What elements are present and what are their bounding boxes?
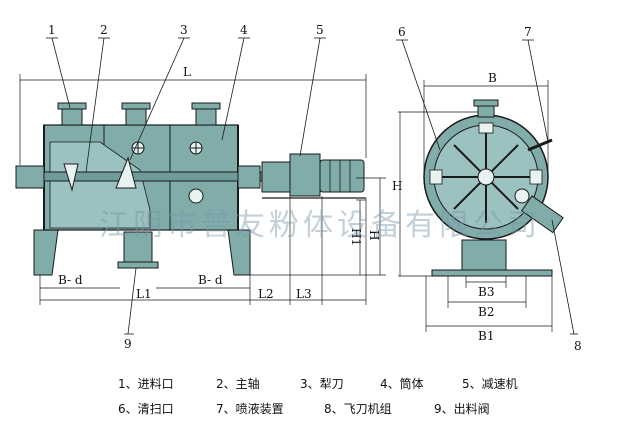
inlet-1 bbox=[61, 107, 83, 126]
callout-6: 6 bbox=[398, 25, 406, 39]
callout-3: 3 bbox=[180, 23, 188, 37]
left-leg bbox=[33, 229, 59, 276]
discharge-valve-flange bbox=[117, 261, 159, 269]
motor bbox=[319, 159, 365, 193]
legend-item-2: 2、主轴 bbox=[216, 377, 260, 391]
dim-H-side: H bbox=[392, 179, 402, 193]
callout-5: 5 bbox=[316, 23, 324, 37]
legend-item-7: 7、喷液装置 bbox=[216, 402, 284, 416]
callout-8: 8 bbox=[574, 339, 582, 353]
front-view bbox=[15, 102, 366, 276]
dim-H1: H1 bbox=[349, 228, 363, 246]
dim-L3: L3 bbox=[296, 287, 312, 301]
callout-2: 2 bbox=[100, 23, 108, 37]
dim-L1: L1 bbox=[136, 287, 152, 301]
callout-4: 4 bbox=[240, 23, 248, 37]
dim-B3: B3 bbox=[478, 285, 494, 299]
reducer-gearbox bbox=[289, 153, 321, 197]
legend-item-5: 5、减速机 bbox=[462, 377, 518, 391]
front-dimensions bbox=[19, 74, 386, 305]
legend-item-6: 6、清扫口 bbox=[118, 402, 174, 416]
dim-H: H bbox=[367, 230, 381, 240]
dim-L2: L2 bbox=[258, 287, 274, 301]
dim-bd-right: B- d bbox=[198, 273, 223, 287]
dim-L: L bbox=[183, 65, 191, 79]
discharge-valve-body bbox=[123, 231, 153, 265]
plough-blade-2 bbox=[115, 156, 137, 189]
right-leg bbox=[227, 229, 251, 276]
dim-B1: B1 bbox=[478, 329, 494, 343]
callout-leaders bbox=[46, 37, 578, 335]
callout-1: 1 bbox=[48, 23, 56, 37]
legend-item-3: 3、犁刀 bbox=[300, 377, 344, 391]
inlet-3 bbox=[195, 107, 217, 126]
legend-item-9: 9、出料阀 bbox=[434, 402, 490, 416]
side-hub bbox=[477, 168, 495, 186]
legend-row-1: 1、进料口 2、主轴 3、犁刀 4、筒体 5、减速机 bbox=[118, 372, 598, 397]
legend-item-4: 4、筒体 bbox=[380, 377, 424, 391]
legend-item-8: 8、飞刀机组 bbox=[324, 402, 392, 416]
reducer bbox=[261, 161, 291, 193]
side-support bbox=[461, 239, 507, 271]
side-inlet bbox=[477, 104, 495, 118]
coupling bbox=[237, 165, 261, 189]
side-dimensions bbox=[398, 80, 553, 332]
legend-row-2: 6、清扫口 7、喷液装置 8、飞刀机组 9、出料阀 bbox=[118, 397, 598, 422]
callout-9: 9 bbox=[124, 337, 132, 351]
plough-blade-1 bbox=[63, 163, 79, 192]
callout-7: 7 bbox=[524, 25, 532, 39]
dim-B2: B2 bbox=[478, 305, 494, 319]
side-base bbox=[431, 269, 553, 277]
legend-item-1: 1、进料口 bbox=[118, 377, 174, 391]
side-view bbox=[423, 99, 564, 277]
dim-B: B bbox=[488, 71, 497, 85]
dim-bd-left: B- d bbox=[58, 273, 83, 287]
inlet-2 bbox=[125, 107, 147, 126]
left-bearing bbox=[15, 165, 45, 189]
legend: 1、进料口 2、主轴 3、犁刀 4、筒体 5、减速机 6、清扫口 7、喷液装置 … bbox=[118, 372, 598, 422]
